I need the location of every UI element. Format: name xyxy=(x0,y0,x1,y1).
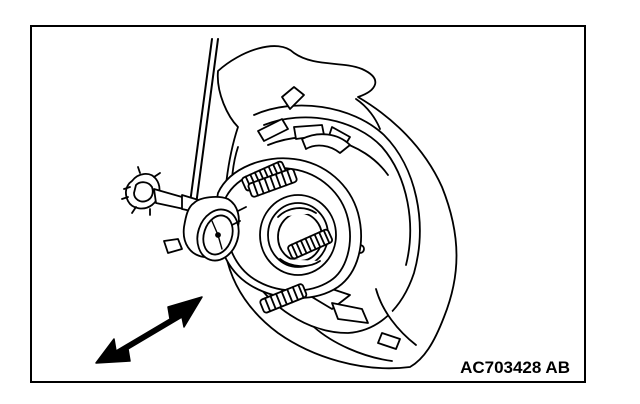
wheel-stud xyxy=(259,283,308,314)
hub-runout-illustration xyxy=(95,38,458,370)
double-headed-arrow xyxy=(95,296,203,364)
wheel-stud xyxy=(247,167,298,198)
dial-indicator xyxy=(121,38,247,262)
figure-code: AC703428 AB xyxy=(460,358,570,377)
figure-frame: AC703428 AB xyxy=(30,25,586,383)
hub-flange xyxy=(214,157,362,299)
wheel-studs xyxy=(241,160,333,314)
wheel-stud xyxy=(287,228,333,260)
